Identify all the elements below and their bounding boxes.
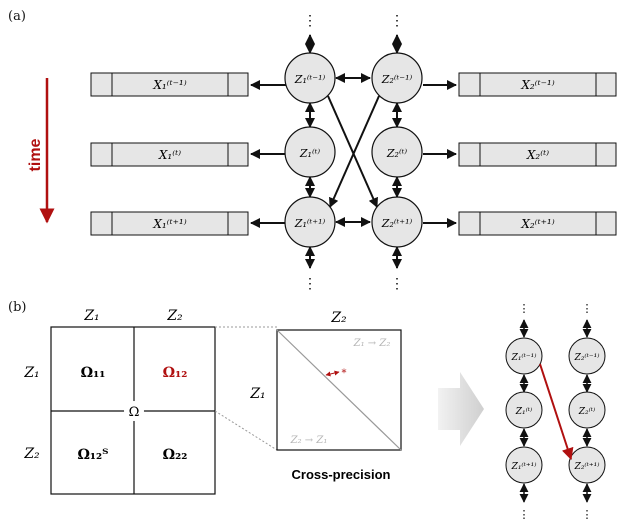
zoom-star: * — [342, 368, 347, 379]
cross-precision-zoom: Z₂ Z₁ Z₁ → Z₂ Z₂ → Z₁ * Cross-precision — [249, 310, 402, 482]
zoom-col-label: Z₂ — [330, 310, 347, 326]
zoom-upper-note: Z₁ → Z₂ — [353, 338, 391, 349]
z2-label: Z₂⁽ᵗ⁻¹⁾ — [381, 73, 413, 86]
precision-matrix: Z₁ Z₂ Z₁ Z₂ Ω Ω₁₁ Ω₁₂ Ω₁₂ᵀ Ω₂₂ — [23, 308, 216, 495]
x1-label: X₁⁽ᵗ⁺¹⁾ — [152, 217, 186, 231]
cell-omega-11: Ω₁₁ — [81, 365, 106, 381]
time-axis: time — [27, 78, 55, 224]
zoom-red-arrow — [325, 370, 340, 377]
mini-z1-label-2: Z₁⁽ᵗ⁺¹⁾ — [511, 461, 537, 472]
x1-box — [90, 211, 249, 236]
cell-omega-22: Ω₂₂ — [163, 447, 188, 463]
matrix-row-label-z2: Z₂ — [23, 446, 40, 462]
row-t-minus-1: X₁⁽ᵗ⁻¹⁾ Z₁⁽ᵗ⁻¹⁾ Z₂⁽ᵗ⁻¹⁾ X₂⁽ᵗ⁻¹⁾ — [90, 52, 617, 104]
mini-z2-t-plus-1 — [568, 446, 606, 484]
x2-label: X₂⁽ᵗ⁻¹⁾ — [520, 78, 554, 92]
mini-z1-t — [505, 391, 543, 429]
x1-label: X₁⁽ᵗ⁾ — [158, 148, 181, 162]
matrix-col-label-z2: Z₂ — [166, 308, 183, 324]
row-t-plus-1: X₁⁽ᵗ⁺¹⁾ Z₁⁽ᵗ⁺¹⁾ Z₂⁽ᵗ⁺¹⁾ X₂⁽ᵗ⁺¹⁾ — [90, 196, 617, 248]
x2-box — [458, 72, 617, 97]
mini-dots-top-left: ⋮ — [519, 302, 530, 315]
cell-omega-12-transpose: Ω₁₂ᵀ — [77, 447, 108, 463]
mini-z1-label-0: Z₁⁽ᵗ⁻¹⁾ — [511, 352, 537, 363]
zoom-diagonal — [276, 329, 402, 451]
x1-label: X₁⁽ᵗ⁻¹⁾ — [152, 78, 186, 92]
row-t: X₁⁽ᵗ⁾ Z₁⁽ᵗ⁾ Z₂⁽ᵗ⁾ X₂⁽ᵗ⁾ — [90, 126, 617, 178]
dots-bottom-z1: ⋮ — [303, 276, 317, 292]
x2-label: X₂⁽ᵗ⁾ — [526, 148, 549, 162]
cross-arrows — [327, 95, 380, 208]
zoom-connectors — [214, 326, 278, 451]
mini-dots-top-right: ⋮ — [582, 302, 593, 315]
panel-a-label: (a) — [8, 9, 26, 24]
matrix-center-omega: Ω — [129, 405, 140, 420]
mini-z2-t-minus-1 — [568, 337, 606, 375]
x2-box — [458, 142, 617, 167]
dots-top-z2: ⋮ — [390, 13, 404, 29]
mini-dots-bottom-left: ⋮ — [519, 508, 530, 521]
zoom-lower-note: Z₂ → Z₁ — [290, 435, 328, 446]
mini-dots-bottom-right: ⋮ — [582, 508, 593, 521]
dots-bottom-z2: ⋮ — [390, 276, 404, 292]
x2-box — [458, 211, 617, 236]
mini-z1-label-1: Z₁⁽ᵗ⁾ — [515, 406, 533, 417]
x2-label: X₂⁽ᵗ⁺¹⁾ — [520, 217, 554, 231]
mini-z2-label-1: Z₂⁽ᵗ⁾ — [578, 406, 596, 417]
x1-box — [90, 72, 249, 97]
chain-arrows-a — [305, 34, 402, 269]
cell-omega-12: Ω₁₂ — [163, 365, 188, 381]
z2-node — [371, 52, 423, 104]
dots-top-z1: ⋮ — [303, 13, 317, 29]
z2-node — [371, 126, 423, 178]
mini-z1-t-plus-1 — [505, 446, 543, 484]
mini-z2-t — [568, 391, 606, 429]
z1-label: Z₁⁽ᵗ⁾ — [299, 147, 320, 160]
mini-z1-t-minus-1 — [505, 337, 543, 375]
panel-b-label: (b) — [8, 300, 26, 315]
z2-node — [371, 196, 423, 248]
x1-box — [90, 142, 249, 167]
mini-cross-arrow — [539, 363, 574, 461]
zoom-caption: Cross-precision — [292, 467, 391, 482]
zoom-row-label: Z₁ — [249, 386, 265, 402]
matrix-col-label-z1: Z₁ — [83, 308, 99, 324]
mini-graph: ⋮ ⋮ Z₁⁽ᵗ⁻¹⁾ Z₁⁽ᵗ⁾ Z₁⁽ᵗ⁺¹⁾ Z₂⁽ᵗ⁻¹⁾ Z₂⁽ᵗ⁾ … — [505, 302, 606, 521]
z1-label: Z₁⁽ᵗ⁻¹⁾ — [294, 73, 326, 86]
z1-node — [284, 126, 336, 178]
mini-z2-label-2: Z₂⁽ᵗ⁺¹⁾ — [574, 461, 600, 472]
center-mask — [124, 401, 144, 421]
z2-label: Z₂⁽ᵗ⁾ — [386, 147, 407, 160]
matrix-row-label-z1: Z₁ — [23, 365, 39, 381]
z2-label: Z₂⁽ᵗ⁺¹⁾ — [381, 217, 413, 230]
transition-arrow — [438, 372, 484, 446]
z1-label: Z₁⁽ᵗ⁺¹⁾ — [294, 217, 326, 230]
mini-z2-label-0: Z₂⁽ᵗ⁻¹⁾ — [574, 352, 600, 363]
time-label: time — [27, 138, 44, 171]
